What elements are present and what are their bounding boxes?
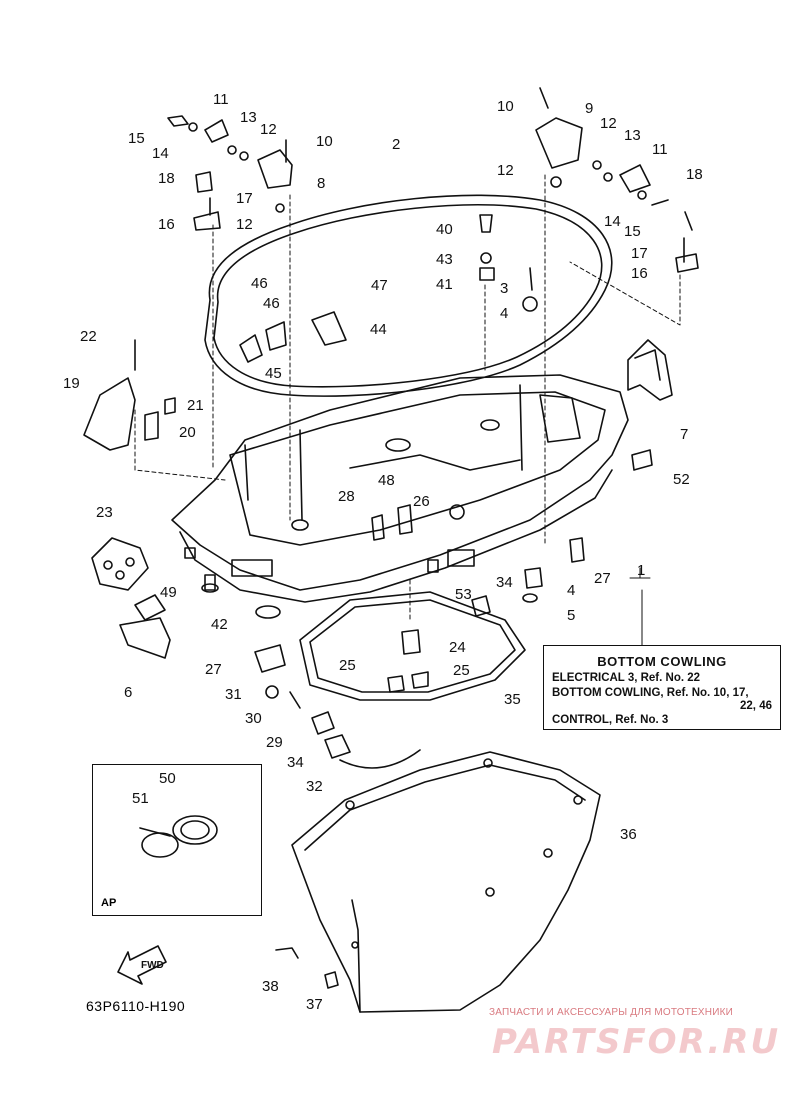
callout-16a: 16 xyxy=(158,216,175,233)
callout-12a: 12 xyxy=(260,121,277,138)
callout-44: 45 xyxy=(265,365,282,382)
callout-12d: 12 xyxy=(497,162,514,179)
reference-lines xyxy=(134,174,681,621)
caption-line-2: BOTTOM COWLING, Ref. No. 10, 17, xyxy=(552,687,749,699)
callout-33: 32 xyxy=(306,778,323,795)
callout-46b: 47 xyxy=(371,277,388,294)
lower-cover xyxy=(291,751,601,1013)
callout-16b: 16 xyxy=(631,265,648,282)
callout-7: 7 xyxy=(680,426,689,443)
callout-49: 50 xyxy=(159,770,176,787)
callout-43: 44 xyxy=(370,321,387,338)
callout-45: 46 xyxy=(263,295,280,312)
bottom-cowling xyxy=(171,374,629,603)
caption-title: BOTTOM COWLING xyxy=(597,654,727,669)
callout-35: 35 xyxy=(504,691,521,708)
fwd-label: FWD xyxy=(141,960,164,971)
callout-25b: 25 xyxy=(453,662,470,679)
small-parts xyxy=(83,87,699,989)
callout-31: 30 xyxy=(245,710,262,727)
lower-seal xyxy=(299,591,526,701)
callout-39: 40 xyxy=(436,221,453,238)
callout-17b: 17 xyxy=(631,245,648,262)
callout-32: 31 xyxy=(225,686,242,703)
callout-41: 43 xyxy=(436,251,453,268)
callout-14a: 14 xyxy=(152,145,169,162)
callout-47: 48 xyxy=(378,472,395,489)
callout-4b: 4 xyxy=(567,582,576,599)
fwd-arrow xyxy=(117,945,167,985)
callout-18b: 18 xyxy=(686,166,703,183)
bracket-7 xyxy=(627,339,673,401)
watermark-logo: PARTSFOR.RU xyxy=(492,1022,781,1062)
callout-8: 8 xyxy=(317,175,326,192)
callout-28: 27 xyxy=(205,661,222,678)
callout-6: 6 xyxy=(124,684,133,701)
callout-34b: 34 xyxy=(287,754,304,771)
callout-51: 52 xyxy=(673,471,690,488)
callout-10b: 10 xyxy=(497,98,514,115)
callout-29: 28 xyxy=(338,488,355,505)
callout-15a: 15 xyxy=(128,130,145,147)
callout-11a: 11 xyxy=(213,91,229,108)
callout-4a: 4 xyxy=(500,305,509,322)
callout-46a: 46 xyxy=(251,275,268,292)
ap-inset-parts xyxy=(139,815,218,858)
leader-lines xyxy=(629,567,651,646)
callout-15b: 15 xyxy=(624,223,641,240)
caption-box: BOTTOM COWLING ELECTRICAL 3, Ref. No. 22… xyxy=(543,645,781,730)
callout-21: 21 xyxy=(187,397,204,414)
callout-36: 36 xyxy=(620,826,637,843)
callout-14b: 14 xyxy=(604,213,621,230)
callout-11b: 11 xyxy=(652,141,668,158)
callout-3: 3 xyxy=(500,280,509,297)
caption-line-1: ELECTRICAL 3, Ref. No. 22 xyxy=(552,672,701,684)
callout-38: 38 xyxy=(262,978,279,995)
callout-13a: 13 xyxy=(240,109,257,126)
callout-22: 22 xyxy=(80,328,97,345)
callout-18a: 18 xyxy=(158,170,175,187)
callout-19: 19 xyxy=(63,375,80,392)
callout-5: 5 xyxy=(567,607,576,624)
callout-37: 37 xyxy=(306,996,323,1013)
callout-30: 29 xyxy=(266,734,283,751)
callout-25a: 25 xyxy=(339,657,356,674)
ap-inset-box: AP xyxy=(92,764,262,916)
callout-9: 9 xyxy=(585,100,594,117)
callout-24: 24 xyxy=(449,639,466,656)
caption-line-3: 22, 46 xyxy=(740,700,772,712)
callout-27: 27 xyxy=(594,570,611,587)
callout-1: 1 xyxy=(637,562,646,579)
callout-17a: 17 xyxy=(236,190,253,207)
callout-34a: 34 xyxy=(496,574,513,591)
callout-2: 2 xyxy=(392,136,401,153)
callout-23: 23 xyxy=(96,504,113,521)
callout-13b: 13 xyxy=(624,127,641,144)
callout-40: 41 xyxy=(436,276,453,293)
callout-20: 20 xyxy=(179,424,196,441)
watermark-tagline: ЗАПЧАСТИ И АКСЕССУАРЫ ДЛЯ МОТОТЕХНИКИ xyxy=(489,1007,734,1018)
callout-52: 53 xyxy=(455,586,472,603)
callout-42: 42 xyxy=(211,616,228,633)
callout-50: 51 xyxy=(132,790,149,807)
cowling-seal xyxy=(204,194,613,397)
callout-12c: 12 xyxy=(600,115,617,132)
caption-line-4: CONTROL, Ref. No. 3 xyxy=(552,714,669,726)
callout-12b: 12 xyxy=(236,216,253,233)
callout-48: 49 xyxy=(160,584,177,601)
callout-26: 26 xyxy=(413,493,430,510)
ap-label: AP xyxy=(101,897,117,909)
figure-id: 63P6110-H190 xyxy=(86,998,186,1014)
callout-10a: 10 xyxy=(316,133,333,150)
